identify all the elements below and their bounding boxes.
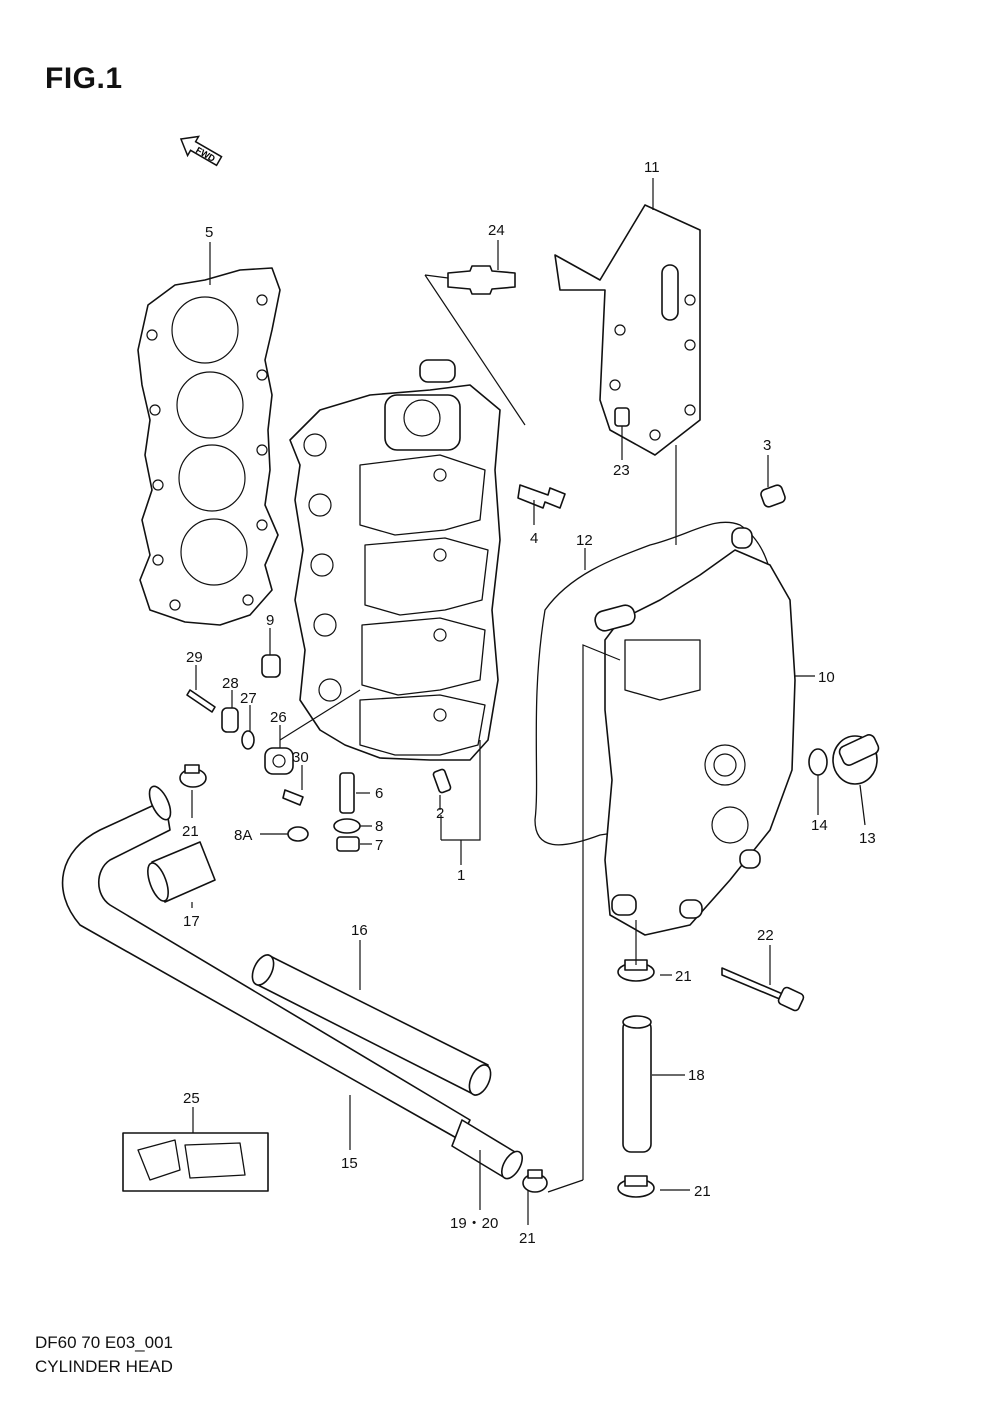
fwd-arrow-icon: FWD (179, 135, 223, 167)
fitting-26-part (264, 747, 294, 775)
callout-5: 5 (205, 224, 213, 241)
callout-28: 28 (222, 675, 239, 692)
oring-14-part (808, 748, 828, 776)
callout-24: 24 (488, 222, 505, 239)
pipe-16-part (251, 954, 492, 1096)
nut-7-part (336, 836, 360, 852)
bolt-4-part (517, 484, 566, 509)
callout-13: 13 (859, 830, 876, 847)
callout-18: 18 (688, 1067, 705, 1084)
cover-10-part (594, 527, 796, 936)
bolt-23-part (614, 407, 630, 452)
callout-22: 22 (757, 927, 774, 944)
pipe-18-part (622, 1015, 652, 1153)
cap-13-part (832, 734, 880, 785)
leader-lines (191, 178, 866, 1225)
callout-8a: 8A (234, 827, 252, 844)
hose-15-part (61, 785, 524, 1180)
callout-labels: 5 24 11 3 23 4 12 10 14 13 22 21 18 21 1… (182, 159, 876, 1247)
stud-2-part (432, 768, 452, 794)
callout-21d: 21 (519, 1230, 536, 1247)
callout-12: 12 (576, 532, 593, 549)
callout-30: 30 (292, 749, 309, 766)
clamp-21c-part (617, 1175, 655, 1198)
washer-8-part (333, 818, 361, 834)
callout-21b: 21 (675, 968, 692, 985)
stud-6-part (339, 772, 355, 814)
plug-3-part (760, 484, 786, 508)
ring-27-part (241, 730, 255, 750)
diagram-code: DF60 70 E03_001 (35, 1333, 173, 1352)
diagram-name: CYLINDER HEAD (35, 1357, 173, 1376)
screw-29-part (186, 689, 216, 713)
callout-17: 17 (183, 913, 200, 930)
callout-10: 10 (818, 669, 835, 686)
callout-9: 9 (266, 612, 274, 629)
sleeve-17-part (147, 841, 216, 903)
callout-21c: 21 (694, 1183, 711, 1200)
callout-23: 23 (613, 462, 630, 479)
label-25-part (122, 1132, 269, 1192)
callout-2: 2 (436, 805, 444, 822)
callout-29: 29 (186, 649, 203, 666)
callout-15: 15 (341, 1155, 358, 1172)
callout-25: 25 (183, 1090, 200, 1107)
callout-16: 16 (351, 922, 368, 939)
callout-4: 4 (530, 530, 538, 547)
nut-8a-part (287, 826, 309, 842)
bracket-part (554, 204, 701, 456)
spark-plug-part (424, 265, 516, 295)
callout-6: 6 (375, 785, 383, 802)
clamp-21a-part (179, 764, 207, 788)
callout-14: 14 (811, 817, 828, 834)
callout-19-20: 19・20 (450, 1215, 498, 1232)
head-gasket-part (137, 267, 281, 626)
cylinder-head-part (289, 359, 501, 761)
callout-3: 3 (763, 437, 771, 454)
callout-11: 11 (644, 159, 660, 176)
bolt-22-part (721, 967, 805, 1012)
figure-title: FIG.1 (45, 62, 123, 95)
clamp-21d-part (522, 1169, 548, 1193)
callout-7: 7 (375, 837, 383, 854)
callout-1: 1 (457, 867, 465, 884)
pin-9-part (261, 654, 281, 678)
bolt-30-part (282, 789, 304, 806)
callout-8: 8 (375, 818, 383, 835)
callout-21a: 21 (182, 823, 199, 840)
dowel-28-part (221, 707, 239, 733)
callout-26: 26 (270, 709, 287, 726)
callout-27: 27 (240, 690, 257, 707)
